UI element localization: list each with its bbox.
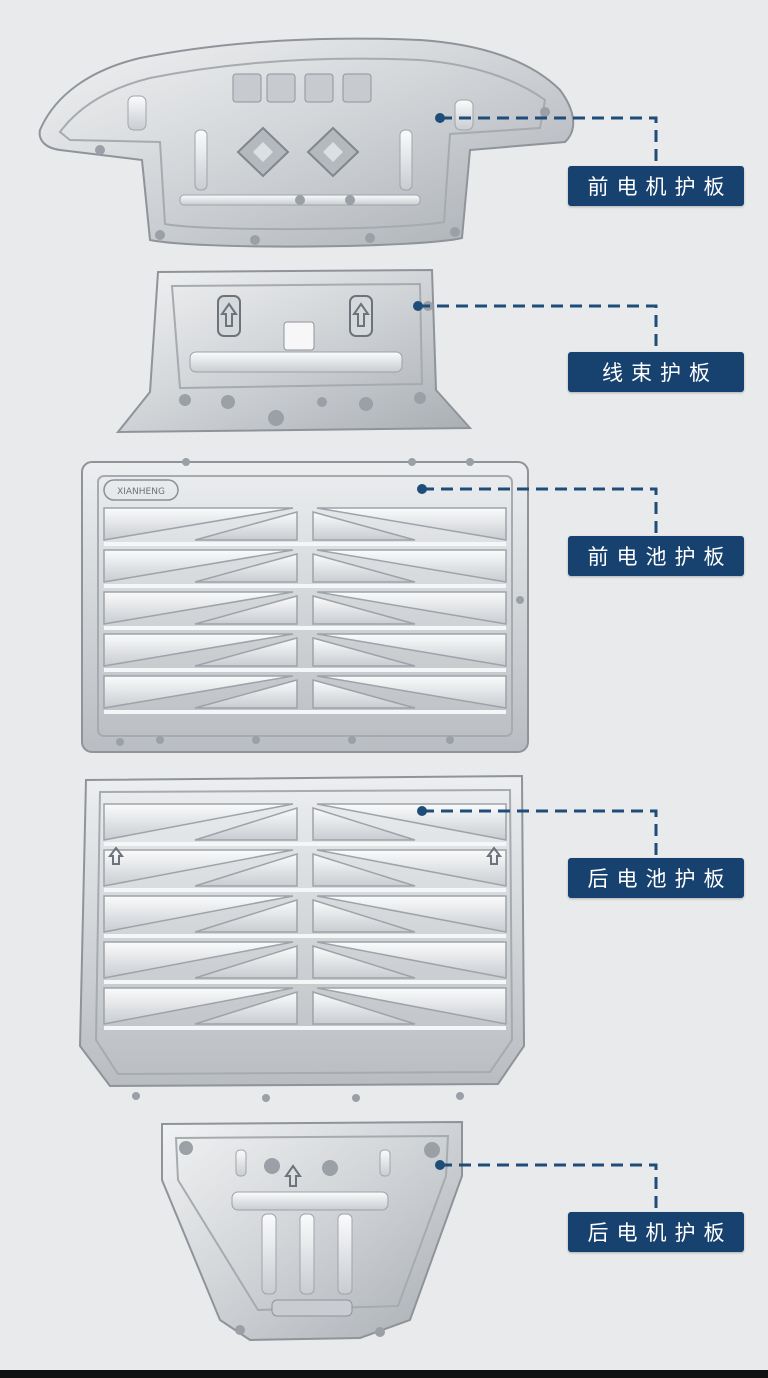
front-motor-guard-bolts [95, 107, 550, 245]
rear-battery-guard-arrow-icons [108, 846, 502, 865]
battery-rib-divider [104, 980, 506, 984]
rear-motor-guard-arrow-icons [284, 1164, 302, 1187]
harness-guard-center-slot [283, 321, 315, 351]
battery-rib-divider [104, 934, 506, 938]
rear-motor-guard-ribs [235, 1149, 391, 1295]
battery-rib [316, 549, 507, 583]
label-rear-motor-guard: 后电机护板 [568, 1212, 744, 1252]
rear-motor-guard-bolts [179, 1141, 440, 1337]
battery-rib [103, 549, 294, 583]
battery-rib [316, 987, 507, 1025]
battery-rib [312, 898, 416, 933]
battery-rib [194, 944, 298, 979]
battery-rib [103, 675, 294, 709]
battery-rib [312, 553, 416, 583]
battery-rib [312, 944, 416, 979]
battery-rib [194, 806, 298, 841]
label-harness-guard: 线束护板 [568, 352, 744, 392]
leader-line-front-battery [422, 487, 658, 536]
battery-rib-divider [104, 888, 506, 892]
leader-line-rear-motor [440, 1163, 658, 1212]
battery-rib-divider [104, 710, 506, 714]
logo-text: XIANHENG [117, 487, 165, 497]
battery-rib [194, 679, 298, 709]
leader-lines [418, 116, 658, 1212]
battery-rib [316, 895, 507, 933]
rear-battery-guard-bolts [132, 1092, 464, 1102]
battery-rib [103, 803, 294, 841]
battery-rib [103, 987, 294, 1025]
leader-dots [413, 113, 445, 1170]
battery-rib-divider [104, 1026, 506, 1030]
front-motor-guard-diamond-bosses [236, 126, 360, 178]
harness-guard-plate [115, 268, 473, 434]
battery-rib [103, 591, 294, 625]
battery-rib-divider [104, 668, 506, 672]
battery-rib [312, 990, 416, 1025]
label-rear-battery-guard: 后电池护板 [568, 858, 744, 898]
label-front-battery-guard: 前电池护板 [568, 536, 744, 576]
battery-rib [194, 553, 298, 583]
front-motor-guard-vents [232, 73, 372, 103]
battery-rib [312, 595, 416, 625]
battery-rib [194, 990, 298, 1025]
battery-rib [194, 637, 298, 667]
battery-rib [103, 507, 294, 541]
rear-battery-guard-ribs [103, 803, 507, 1030]
battery-rib [103, 849, 294, 887]
battery-rib [316, 507, 507, 541]
battery-rib [194, 595, 298, 625]
battery-rib [194, 898, 298, 933]
front-battery-guard-ribs [103, 507, 507, 714]
leader-line-rear-battery [422, 809, 658, 858]
battery-rib [103, 941, 294, 979]
battery-rib [194, 852, 298, 887]
battery-rib [312, 852, 416, 887]
harness-guard-bolts [179, 301, 433, 426]
harness-guard-crossbar [189, 351, 403, 373]
rear-motor-guard-plate [161, 1120, 463, 1342]
battery-rib [103, 895, 294, 933]
battery-rib [316, 849, 507, 887]
battery-rib [312, 679, 416, 709]
leader-line-harness [418, 304, 658, 352]
rear-motor-guard-crossbar [231, 1191, 389, 1211]
battery-rib [312, 511, 416, 541]
battery-rib [316, 803, 507, 841]
battery-rib [103, 633, 294, 667]
battery-rib-divider [104, 584, 506, 588]
battery-rib [312, 637, 416, 667]
front-battery-guard-bolts [116, 458, 524, 746]
battery-rib-divider [104, 626, 506, 630]
battery-rib [312, 806, 416, 841]
bottom-bar [0, 1370, 768, 1378]
battery-rib-divider [104, 842, 506, 846]
front-motor-guard-plate [38, 37, 575, 248]
rear-motor-guard-tab [271, 1299, 353, 1317]
rear-battery-guard-plate [78, 774, 526, 1102]
front-battery-guard-logo: XIANHENG [103, 479, 179, 501]
label-front-motor-guard: 前电机护板 [568, 166, 744, 206]
front-battery-guard-plate: XIANHENG [81, 458, 529, 753]
harness-guard-arrow-icons [217, 295, 373, 337]
battery-rib [316, 675, 507, 709]
battery-rib [316, 941, 507, 979]
battery-rib-divider [104, 542, 506, 546]
battery-rib [316, 633, 507, 667]
battery-rib [194, 511, 298, 541]
leader-line-front-motor [440, 116, 658, 168]
battery-rib [316, 591, 507, 625]
